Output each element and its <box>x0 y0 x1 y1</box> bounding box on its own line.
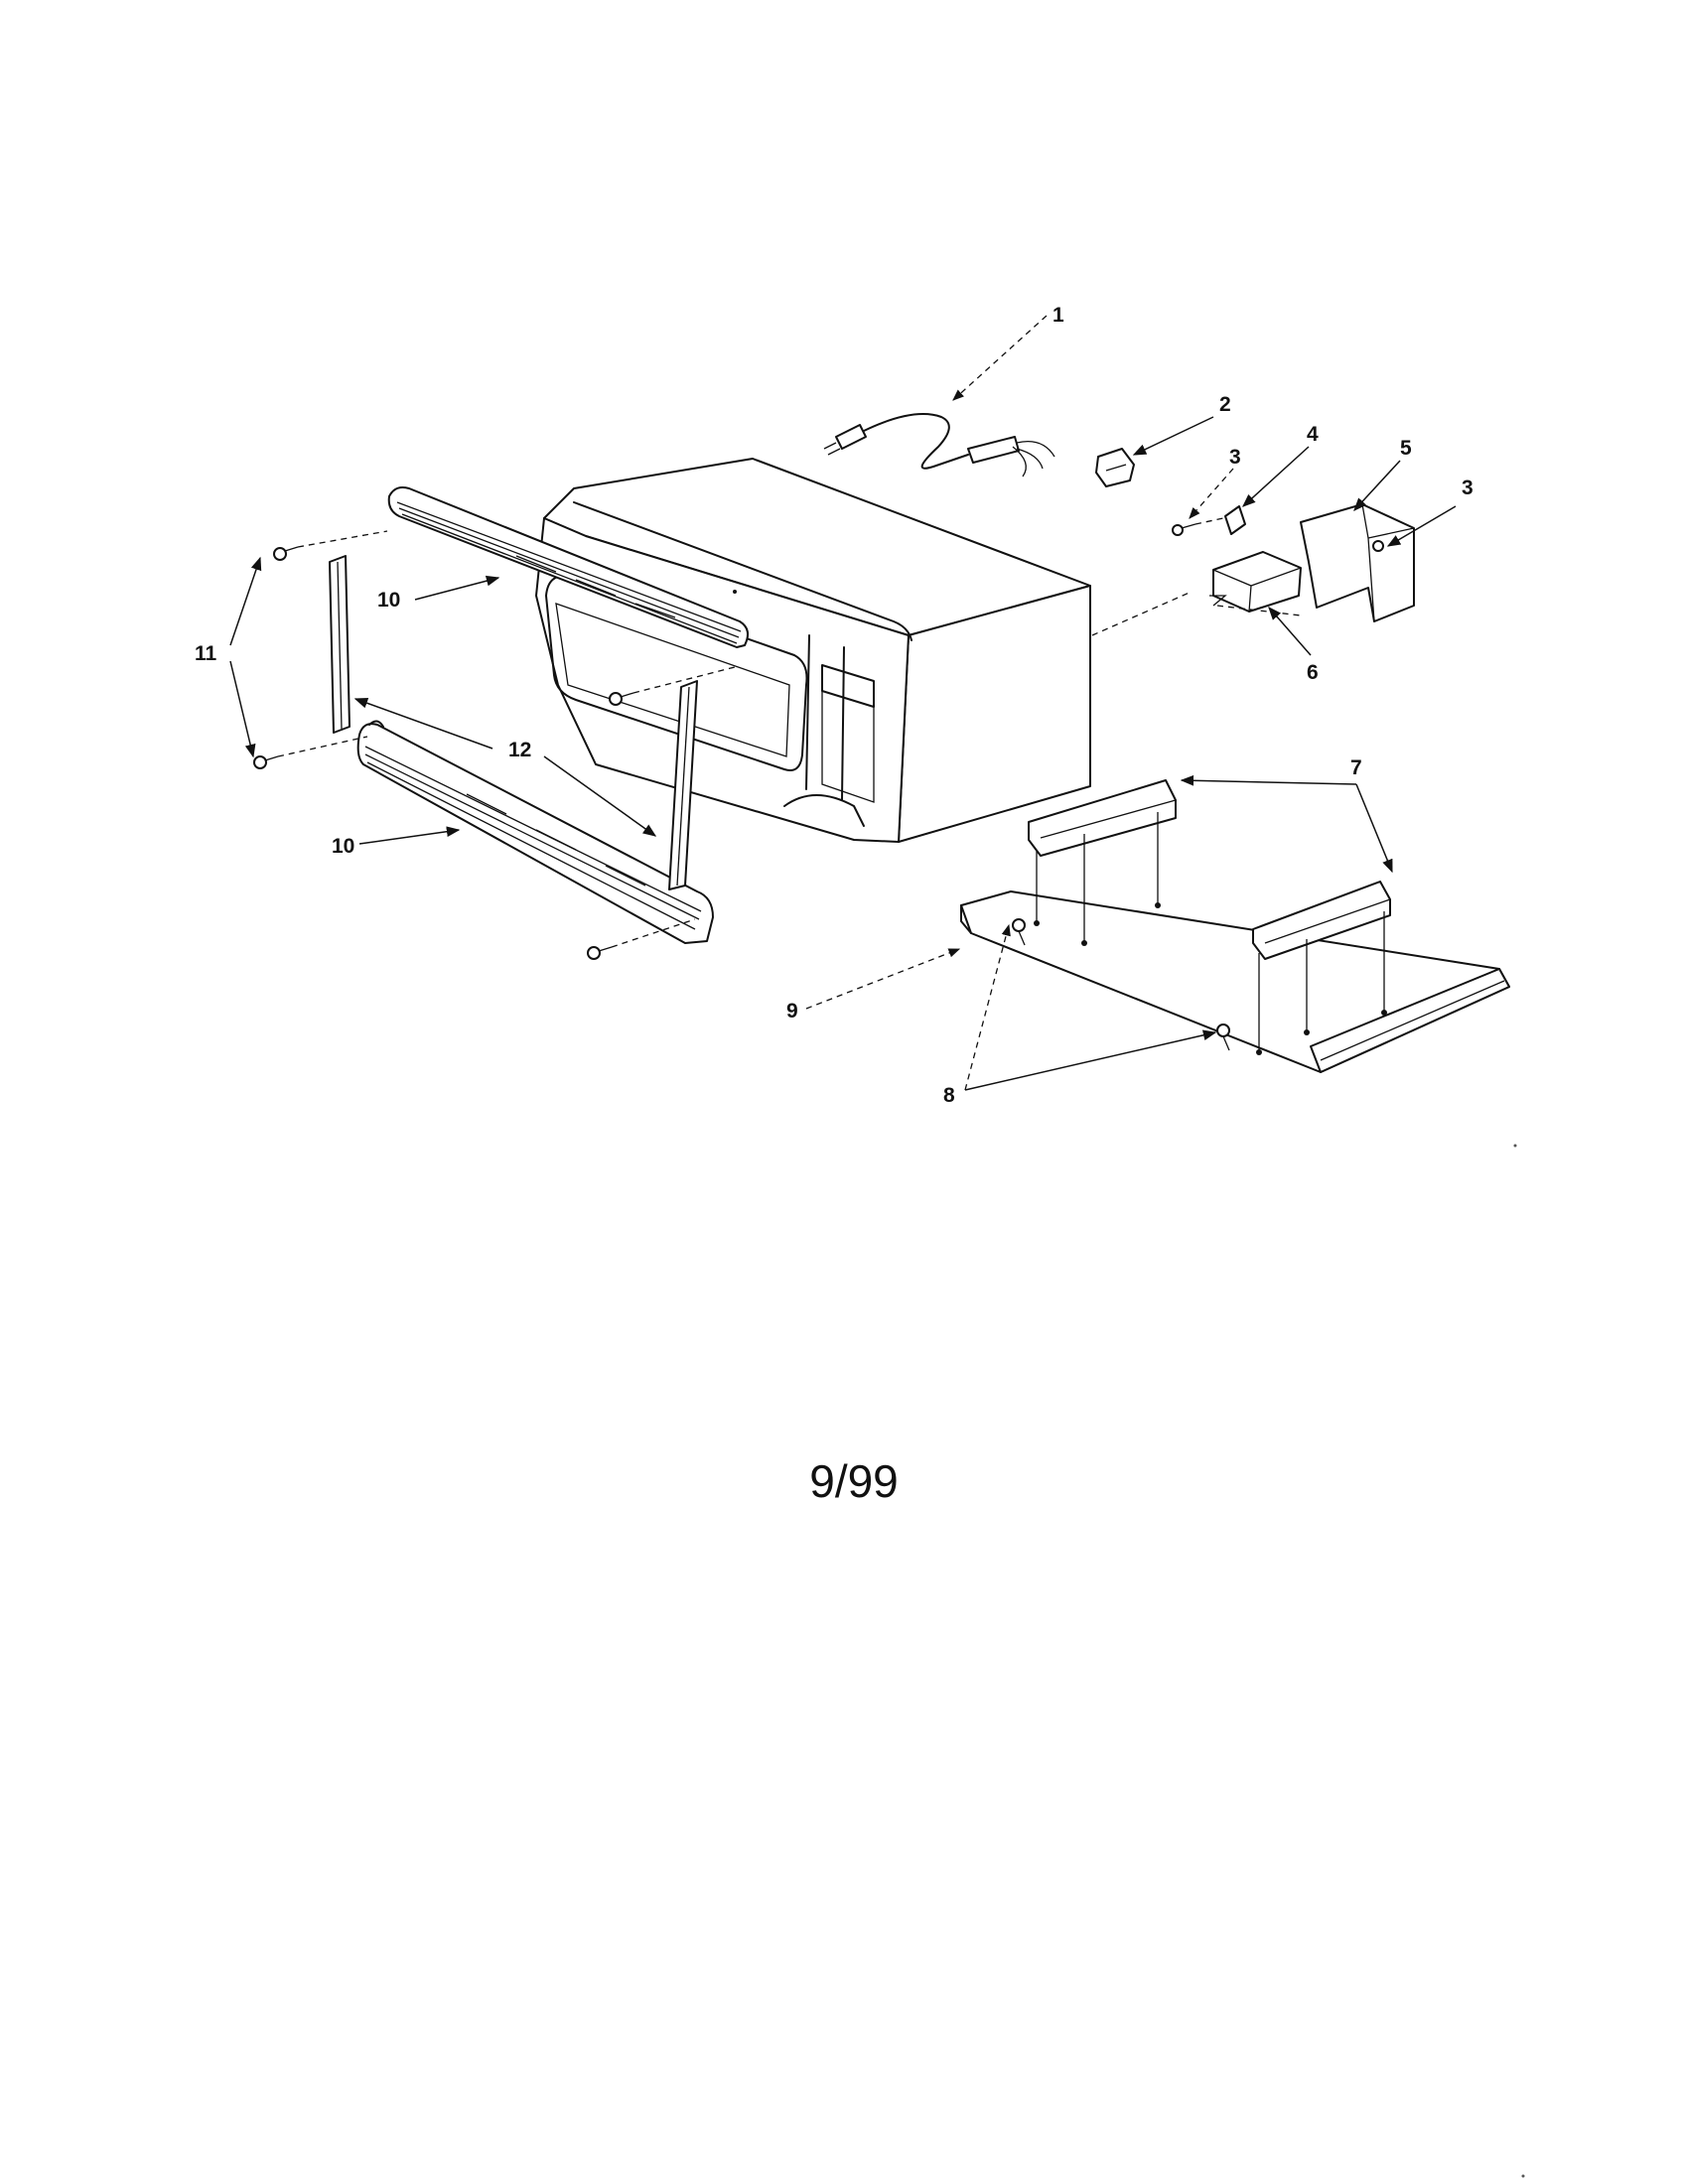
callout-10-bottom: 10 <box>332 835 354 858</box>
top-trim-grille <box>387 486 750 648</box>
screw-icon <box>1216 1024 1230 1051</box>
mounting-screws <box>1012 918 1230 1051</box>
callout-9: 9 <box>786 1000 798 1023</box>
bottom-trim-grille <box>356 720 714 944</box>
power-cord <box>823 413 1055 478</box>
callout-4: 4 <box>1307 423 1319 446</box>
screw-icon <box>587 946 613 960</box>
screw-3b <box>1372 540 1384 552</box>
trim-screws <box>253 546 634 960</box>
date-code: 9/99 <box>809 1455 899 1507</box>
callout-2: 2 <box>1219 393 1231 416</box>
leader-lines <box>229 315 1457 1091</box>
callout-12: 12 <box>508 739 531 761</box>
screw-icon <box>609 692 634 706</box>
callout-10-top: 10 <box>377 589 400 612</box>
screw-icon <box>253 755 279 769</box>
callout-11: 11 <box>195 642 217 665</box>
mounting-plate <box>960 890 1510 1073</box>
callout-5: 5 <box>1400 437 1412 460</box>
callout-6: 6 <box>1307 661 1319 684</box>
connector-block <box>1095 448 1135 487</box>
callout-1: 1 <box>1052 304 1064 327</box>
control-box-5 <box>1300 503 1415 622</box>
left-side-trim <box>329 555 351 734</box>
bracket-7a <box>1028 779 1177 857</box>
callout-8: 8 <box>943 1084 955 1107</box>
screw-icon <box>1012 918 1026 946</box>
bracket-7b <box>1252 881 1391 960</box>
callout-3-right: 3 <box>1462 477 1474 499</box>
screw-3a <box>1172 523 1196 536</box>
callout-7: 7 <box>1350 756 1362 779</box>
bracket-4 <box>1224 505 1246 535</box>
screw-icon <box>273 546 299 561</box>
callout-labels: 1 2 3 4 5 3 6 7 8 9 10 10 11 12 <box>195 304 1474 1107</box>
callout-3-upper: 3 <box>1229 446 1241 469</box>
microwave-oven <box>535 458 1091 843</box>
module-6 <box>1209 551 1302 613</box>
right-side-trim <box>668 680 698 890</box>
